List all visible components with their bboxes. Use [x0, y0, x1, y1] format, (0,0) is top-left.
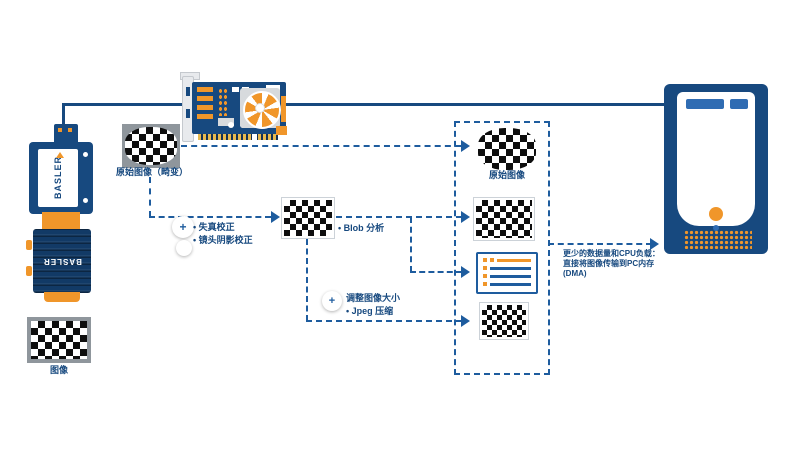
vent-grid-icon: [684, 230, 752, 249]
legend-label: 图像: [49, 365, 68, 375]
blob-results-panel: [476, 252, 538, 294]
jpeg-label: • Jpeg 压缩: [346, 306, 394, 316]
camera-lens: BASLER: [33, 229, 91, 293]
flow-blob-down: [410, 217, 412, 272]
arrow-right-icon: [461, 211, 470, 223]
enhance-icon: +: [172, 216, 194, 238]
pci-notch: [252, 134, 257, 140]
lens-brand-label: BASLER: [42, 256, 82, 266]
flow-blob-to-box: [410, 271, 462, 273]
checker-image: [476, 200, 532, 238]
ram-slot-icon: [197, 87, 213, 92]
fan-hub-icon: [256, 104, 264, 112]
arrow-right-icon: [461, 140, 470, 152]
resize-icon: +: [322, 291, 342, 311]
led-icon: [713, 225, 719, 231]
checkerboard-box-corrected: [473, 197, 535, 241]
blob-analysis-label: • Blob 分析: [338, 223, 385, 233]
pc-transfer-line1: 更少的数据量和CPU负载：: [563, 249, 660, 258]
flow-raw-down: [149, 177, 151, 217]
blob-result-row: [483, 282, 531, 286]
grabber-to-pc-line: [286, 103, 664, 106]
chip-icon: [232, 87, 239, 92]
power-button-icon: [709, 207, 723, 221]
checkerboard-corrected: [281, 197, 335, 239]
resize-icon-glyph: +: [328, 295, 336, 307]
pin-header-icon: [218, 88, 228, 116]
checker-image: [125, 127, 177, 165]
drive-bay: [730, 99, 748, 109]
basler-arrow-icon: [56, 152, 64, 158]
fan-icon: [243, 91, 281, 129]
bracket: [182, 76, 194, 142]
checker-image: [31, 321, 87, 359]
card-corner-block: [276, 126, 287, 135]
blob-result-header: [483, 258, 531, 262]
pc-transfer-note: 更少的数据量和CPU负载： 直接将图像传输到PC内存 (DMA): [563, 249, 665, 279]
checkerboard-box-resized: [479, 302, 529, 340]
camera-body: BASLER: [29, 142, 93, 214]
flow-box-to-pc: [548, 243, 652, 245]
blob-result-row: [483, 274, 531, 278]
connector-led-icon: [58, 128, 62, 132]
enhance-icon-small: [176, 240, 192, 256]
camera-cable-vertical: [62, 103, 65, 127]
flow-resize-to-box: [306, 320, 462, 322]
drive-bay: [686, 99, 724, 109]
chip-icon: [218, 118, 234, 126]
ram-slot-icon: [197, 96, 213, 101]
arrow-right-icon: [461, 266, 470, 278]
flow-to-corrected: [149, 216, 271, 218]
camera-mount-ring: [42, 212, 80, 229]
bracket-slot: [186, 109, 190, 118]
connector-led-icon: [68, 128, 72, 132]
enhance-icon-glyph: +: [179, 220, 187, 234]
camera-brand-label: BASLER: [53, 156, 63, 200]
legend-checkerboard: [27, 317, 91, 363]
pc-transfer-line2: 直接将图像传输到PC内存: [563, 259, 655, 268]
camera-sticker: BASLER: [38, 149, 78, 207]
flow-raw-to-box: [181, 145, 461, 147]
checker-image: [284, 200, 332, 236]
arrow-right-icon: [461, 315, 470, 327]
edge-connector: [281, 96, 286, 122]
resize-label: 调整图像大小: [346, 293, 401, 303]
bracket-slot: [186, 87, 190, 96]
arrow-right-icon: [271, 211, 280, 223]
pci-pins: [198, 134, 278, 140]
checker-image: [482, 305, 526, 337]
flow-resize-down: [306, 239, 308, 321]
camera-connector: [54, 124, 78, 144]
processing-box: [454, 121, 550, 375]
screw-icon: [83, 152, 88, 157]
box-raw-label: 原始图像: [488, 170, 525, 180]
correction-label-2: • 镜头阴影校正: [193, 235, 253, 245]
lens-cap: [44, 292, 80, 302]
tower-front-panel: [677, 92, 755, 231]
lens-knob-icon: [26, 240, 32, 250]
screw-icon: [83, 198, 88, 203]
ram-slot-icon: [197, 105, 213, 110]
checkerboard-raw-distorted: [122, 124, 180, 168]
checkerboard-box-raw: [478, 128, 536, 170]
raw-image-label: 原始图像（畸变）: [115, 167, 188, 177]
blob-result-row: [483, 266, 531, 270]
flow-corrected-to-box: [336, 216, 462, 218]
ram-slot-icon: [197, 114, 213, 119]
capacitor-icon: [228, 122, 234, 128]
pc-transfer-line3: (DMA): [563, 269, 587, 278]
camera-to-grabber-line: [62, 103, 183, 106]
correction-label-1: • 失真校正: [193, 222, 235, 232]
arrow-right-icon: [650, 238, 659, 250]
lens-knob-icon: [26, 266, 32, 276]
